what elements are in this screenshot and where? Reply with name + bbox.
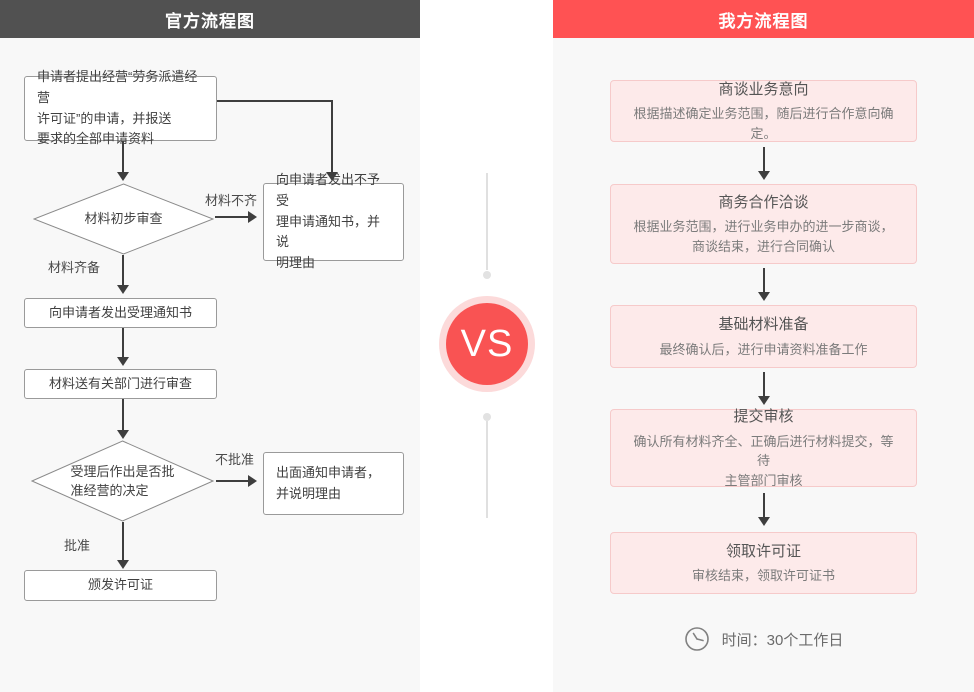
our-flow-panel: 我方流程图 商谈业务意向 根据描述确定业务范围，随后进行合作意向确定。 商务合作… [553, 0, 974, 692]
step-title: 商谈业务意向 [718, 80, 809, 98]
vs-dot-bottom [483, 413, 491, 421]
official-flow-panel: 官方流程图 申请者提出经营“劳务派遣经营 许可证”的申请，并报送 要求的全部申请… [0, 0, 420, 692]
approved-label: 批准 [64, 538, 91, 553]
our-flow-canvas: 商谈业务意向 根据描述确定业务范围，随后进行合作意向确定。 商务合作洽谈 根据业… [553, 38, 974, 692]
official-flow-title: 官方流程图 [165, 11, 255, 31]
arrow-review-to-reject [215, 211, 257, 223]
step-desc: 根据业务范围，进行业务申办的进一步商谈， 商谈结束，进行合同确认 [633, 219, 894, 254]
time-text: 时间：30个工作日 [721, 631, 844, 649]
step-card-2: 商务合作洽谈 根据业务范围，进行业务申办的进一步商谈， 商谈结束，进行合同确认 [610, 184, 917, 264]
official-flow-canvas: 申请者提出经营“劳务派遣经营 许可证”的申请，并报送 要求的全部申请资料 材料初… [0, 38, 420, 692]
step-desc: 根据描述确定业务范围，随后进行合作意向确定。 [633, 106, 894, 141]
steps-list: 商谈业务意向 根据描述确定业务范围，随后进行合作意向确定。 商务合作洽谈 根据业… [553, 38, 974, 652]
vs-label: VS [460, 323, 514, 365]
notify-rejection-box: 出面通知申请者， 并说明理由 [263, 452, 404, 515]
down-arrow-icon [757, 493, 770, 526]
step-title: 领取许可证 [725, 542, 801, 560]
step-desc: 最终确认后，进行申请资料准备工作 [659, 341, 868, 357]
step-title: 商务合作洽谈 [718, 193, 809, 211]
decision-diamond-label: 受理后作出是否批 准经营的决定 [70, 463, 175, 499]
elbow-connector [217, 100, 333, 172]
review-diamond: 材料初步审查 [33, 183, 214, 255]
arrow-decision-to-issue [117, 522, 129, 569]
arrow-dept-to-decision [117, 399, 129, 439]
vs-divider: VS [420, 0, 553, 692]
official-flow-header: 官方流程图 [0, 0, 420, 38]
vs-badge-inner: VS [446, 303, 528, 385]
elbow-arrowhead-icon [326, 172, 338, 181]
our-flow-header: 我方流程图 [553, 0, 974, 38]
step-gap [553, 368, 974, 409]
step-gap [553, 487, 974, 532]
step-card-3: 基础材料准备 最终确认后，进行申请资料准备工作 [610, 305, 917, 368]
arrow-accept-to-dept [117, 328, 129, 366]
step-card-4: 提交审核 确认所有材料齐全、正确后进行材料提交，等待 主管部门审核 [610, 408, 917, 488]
step-title: 基础材料准备 [718, 316, 809, 333]
issue-license-box: 颁发许可证 [24, 570, 217, 601]
vs-dot-top [483, 271, 491, 279]
arrow-start-to-review [117, 141, 129, 181]
vs-badge: VS [439, 296, 535, 392]
incomplete-label: 材料不齐 [205, 193, 258, 208]
not-approved-label: 不批准 [215, 452, 255, 467]
accept-notice-box: 向申请者发出受理通知书 [24, 298, 217, 328]
diamond-shape-icon [33, 183, 214, 255]
vs-line-bottom [486, 421, 488, 518]
step-gap [553, 142, 974, 184]
step-card-5: 领取许可证 审核结束，领取许可证书 [610, 532, 917, 594]
complete-label: 材料齐备 [48, 260, 101, 275]
vs-line-top [486, 173, 488, 270]
review-diamond-label: 材料初步审查 [84, 211, 163, 227]
decision-diamond: 受理后作出是否批 准经营的决定 [31, 440, 214, 522]
step-desc: 确认所有材料齐全、正确后进行材料提交，等待 主管部门审核 [633, 433, 894, 488]
down-arrow-icon [757, 372, 770, 405]
reject-notice-box: 向申请者发出不予受 理申请通知书，并说 明理由 [263, 172, 404, 270]
time-footer: 时间：30个工作日 [553, 626, 974, 652]
down-arrow-icon [757, 268, 770, 301]
arrow-decision-to-notify [216, 475, 257, 487]
down-arrow-icon [757, 146, 770, 180]
step-title: 提交审核 [733, 408, 794, 425]
start-box: 申请者提出经营“劳务派遣经营 许可证”的申请，并报送 要求的全部申请资料 [24, 69, 217, 146]
step-card-1: 商谈业务意向 根据描述确定业务范围，随后进行合作意向确定。 [610, 80, 917, 142]
dept-review-box: 材料送有关部门进行审查 [24, 369, 217, 399]
diamond-shape-icon [31, 440, 214, 522]
step-desc: 审核结束，领取许可证书 [691, 568, 835, 583]
our-flow-title: 我方流程图 [718, 11, 809, 31]
clock-icon [684, 627, 709, 651]
step-gap [553, 264, 974, 305]
arrow-review-to-accept [117, 255, 129, 294]
